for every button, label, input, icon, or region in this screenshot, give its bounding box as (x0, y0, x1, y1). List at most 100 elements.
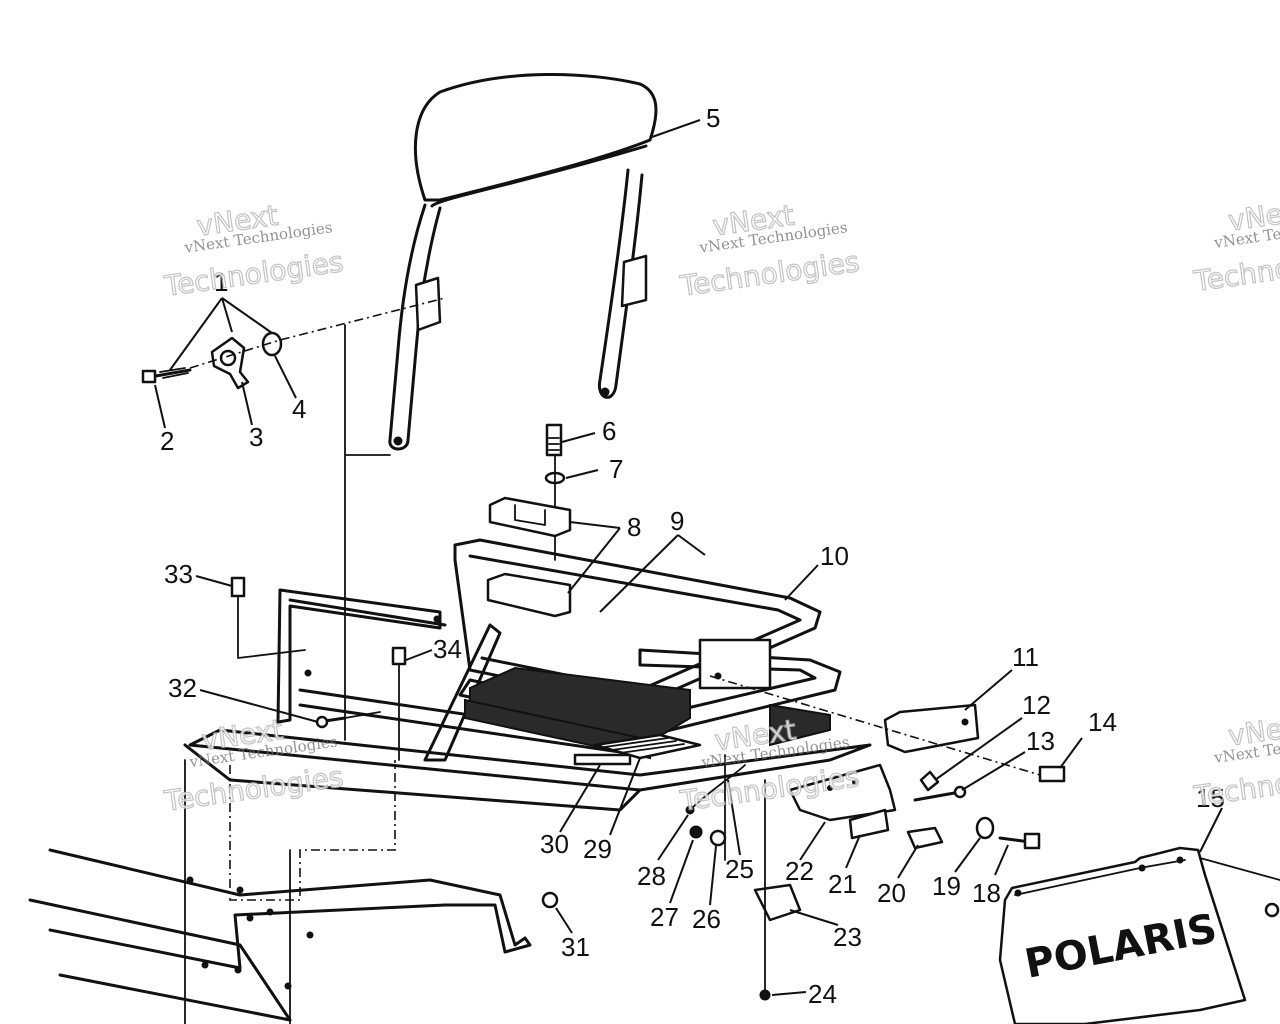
leader-lines (154, 119, 1223, 996)
leader-19 (954, 837, 981, 873)
mud-flap-hole-b (1138, 864, 1146, 872)
tail-lamp-11 (883, 703, 980, 754)
backrest-left-strut (388, 203, 442, 451)
backrest-pad (414, 72, 658, 202)
callout-21: 21 (828, 869, 857, 899)
body-tunnel-side (184, 759, 291, 1024)
callout-9: 9 (670, 506, 684, 536)
callout-25: 25 (725, 854, 754, 884)
tray-lower-plate (183, 743, 642, 812)
leader-5 (651, 119, 701, 138)
bracket-22 (788, 763, 897, 822)
rack-front-loop (276, 588, 442, 724)
backrest-assembly (388, 72, 658, 451)
lamp-axis-line (709, 675, 1041, 776)
callout-24: 24 (808, 979, 837, 1009)
bolt-33-line (237, 595, 306, 659)
washer-19 (975, 816, 995, 840)
callout-11: 11 (1012, 642, 1039, 672)
bolt-34 (391, 646, 407, 666)
leader-8b (567, 527, 621, 594)
body-tunnel-plate-lower (28, 898, 292, 1022)
backrest-left-bracket (414, 276, 442, 332)
leader-27 (669, 839, 694, 904)
mud-flap-mount-line (1199, 857, 1280, 881)
body-hole-3 (266, 908, 274, 916)
backrest-right-hole (600, 387, 610, 397)
mud-flap-15: POLARIS (998, 846, 1280, 1024)
mount-reference-line (344, 324, 391, 741)
bracket-22-hole-a (827, 785, 833, 791)
tray-foam-pad-right (769, 703, 831, 747)
screw-28 (685, 805, 695, 815)
bolt-33 (230, 576, 246, 598)
screw-32-line (344, 711, 381, 719)
callout-2: 2 (160, 426, 174, 456)
backrest-right-bracket (620, 254, 648, 308)
callout-33: 33 (164, 559, 193, 589)
bolt-18-head (1023, 832, 1041, 850)
leader-3 (241, 381, 253, 426)
bolt-6 (545, 423, 563, 457)
callout-30: 30 (540, 829, 569, 859)
callout-14: 14 (1088, 707, 1117, 737)
bolt-2-head (141, 369, 157, 384)
body-hole-7 (284, 982, 292, 990)
rack-end-plate (698, 638, 772, 690)
leader-24 (771, 991, 807, 996)
leader-14 (1059, 737, 1083, 769)
bracket-22-hole-b (852, 779, 858, 785)
watermark-top-right: vNext vNext Technologies Technologies (1191, 193, 1280, 299)
rack-left-hole (304, 669, 312, 677)
watermark-tech-bl: Technologies (162, 760, 346, 818)
callout-numbers: 5 1 2 3 4 6 7 8 9 10 11 12 13 14 15 18 1… (160, 103, 1225, 1009)
callout-13: 13 (1026, 726, 1055, 756)
body-mount (28, 576, 559, 1024)
fastener-24 (759, 989, 771, 1001)
tail-lamp-hole (961, 718, 969, 726)
callout-8: 8 (627, 512, 641, 542)
callout-5: 5 (706, 103, 720, 133)
clamp-assembly (486, 423, 572, 618)
bolt-6-thread (548, 437, 560, 451)
leader-30 (559, 764, 601, 833)
leader-1b (221, 297, 233, 333)
leader-20 (897, 844, 919, 879)
leader-15 (1199, 807, 1223, 853)
leader-13 (961, 751, 1026, 791)
clip-20 (906, 826, 944, 850)
bolt-2-thread (159, 367, 189, 379)
bracket-assembly (685, 754, 1041, 1001)
clip-12 (919, 770, 940, 792)
leader-34 (405, 649, 433, 661)
leader-10 (784, 564, 819, 601)
bracket-21 (848, 808, 890, 840)
callout-1: 1 (214, 267, 228, 297)
callout-18: 18 (972, 878, 1001, 908)
leader-23 (789, 909, 839, 926)
mud-flap-body (998, 846, 1247, 1024)
tray-assembly (183, 666, 872, 812)
leader-12 (934, 717, 1023, 781)
rack-left-leg (423, 623, 502, 762)
leader-22 (799, 821, 826, 861)
leader-9a (677, 534, 706, 556)
nut-27 (689, 825, 703, 839)
bolt-14 (1038, 765, 1066, 783)
pin-13 (913, 790, 962, 802)
body-tunnel-plate (48, 848, 532, 970)
mud-flap-hole-c (1014, 889, 1022, 897)
leader-2 (154, 384, 166, 429)
watermark-bottom-left: vNext vNext Technologies Technologies (161, 712, 346, 818)
leader-21 (845, 834, 861, 869)
callout-10: 10 (820, 541, 849, 571)
backrest-left-hole (393, 436, 403, 446)
body-hole-8 (201, 961, 209, 969)
mud-flap-bolt (1264, 902, 1280, 918)
callout-34: 34 (433, 634, 462, 664)
callout-20: 20 (877, 878, 906, 908)
wire-25 (689, 764, 746, 811)
body-hole-2 (236, 886, 244, 894)
callout-12: 12 (1022, 690, 1051, 720)
